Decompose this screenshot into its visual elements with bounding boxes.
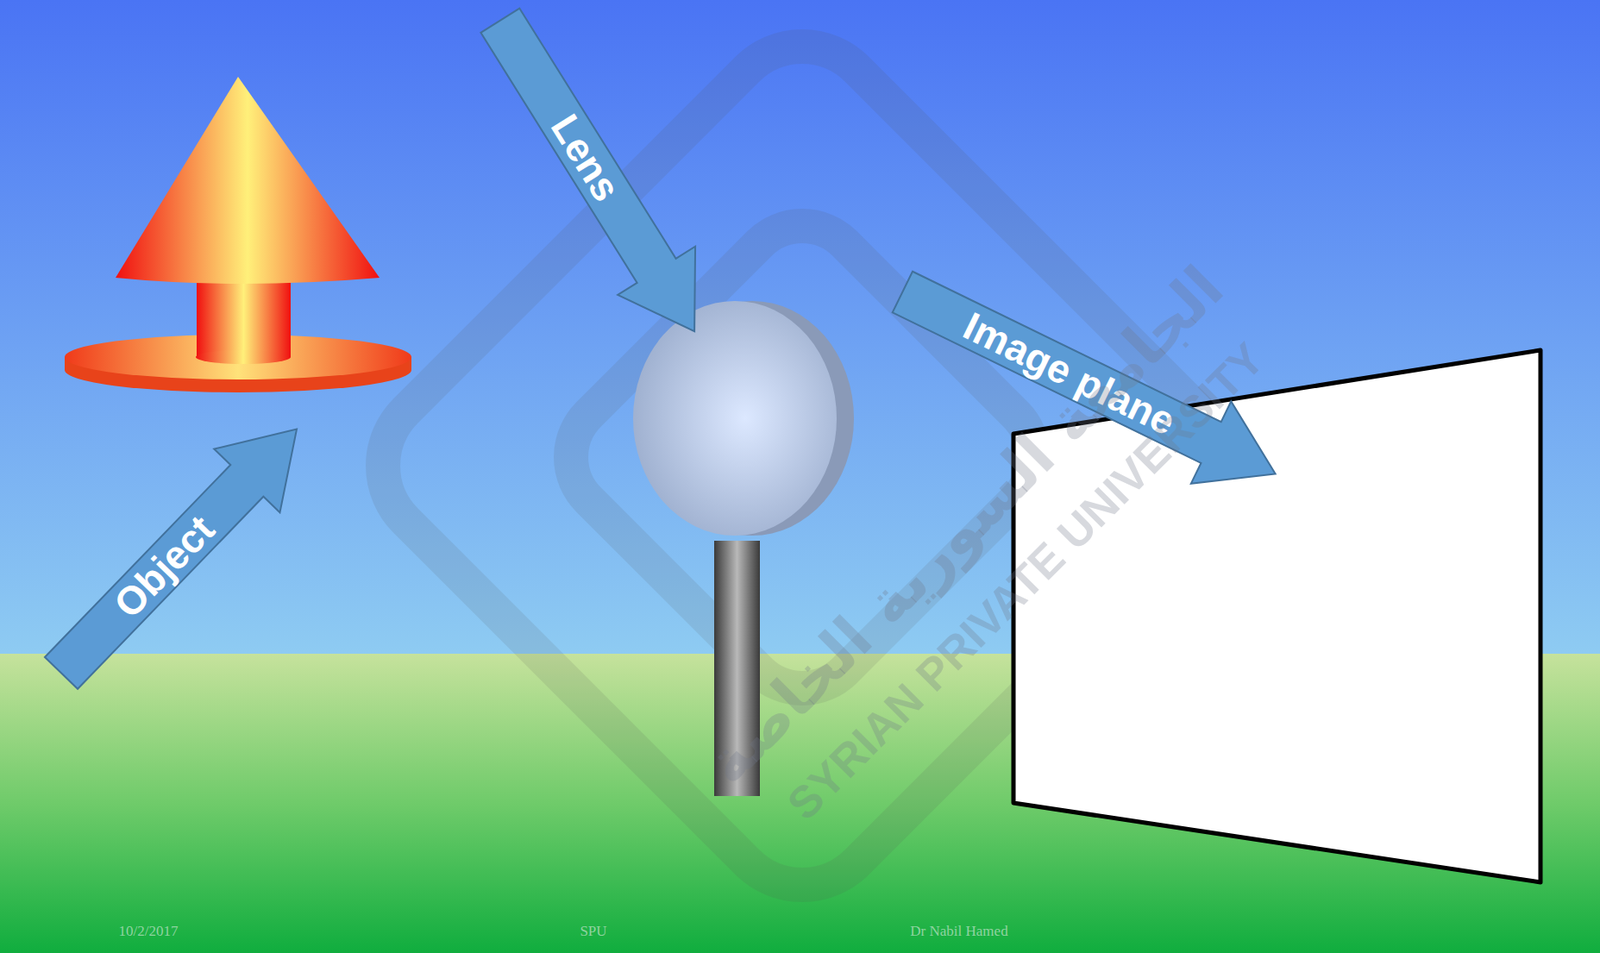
footer-author: Dr Nabil Hamed bbox=[909, 922, 1008, 941]
arrow-shape bbox=[27, 397, 329, 705]
arrow-cone bbox=[115, 76, 380, 284]
footer-date: 10/2/2017 bbox=[119, 922, 179, 941]
footer-text: SPU bbox=[579, 922, 607, 941]
arrow-shape bbox=[460, 0, 733, 356]
arrow-stem bbox=[196, 274, 291, 358]
stem-base bbox=[195, 350, 291, 364]
lens-face bbox=[633, 301, 837, 536]
object-figure bbox=[64, 76, 412, 393]
